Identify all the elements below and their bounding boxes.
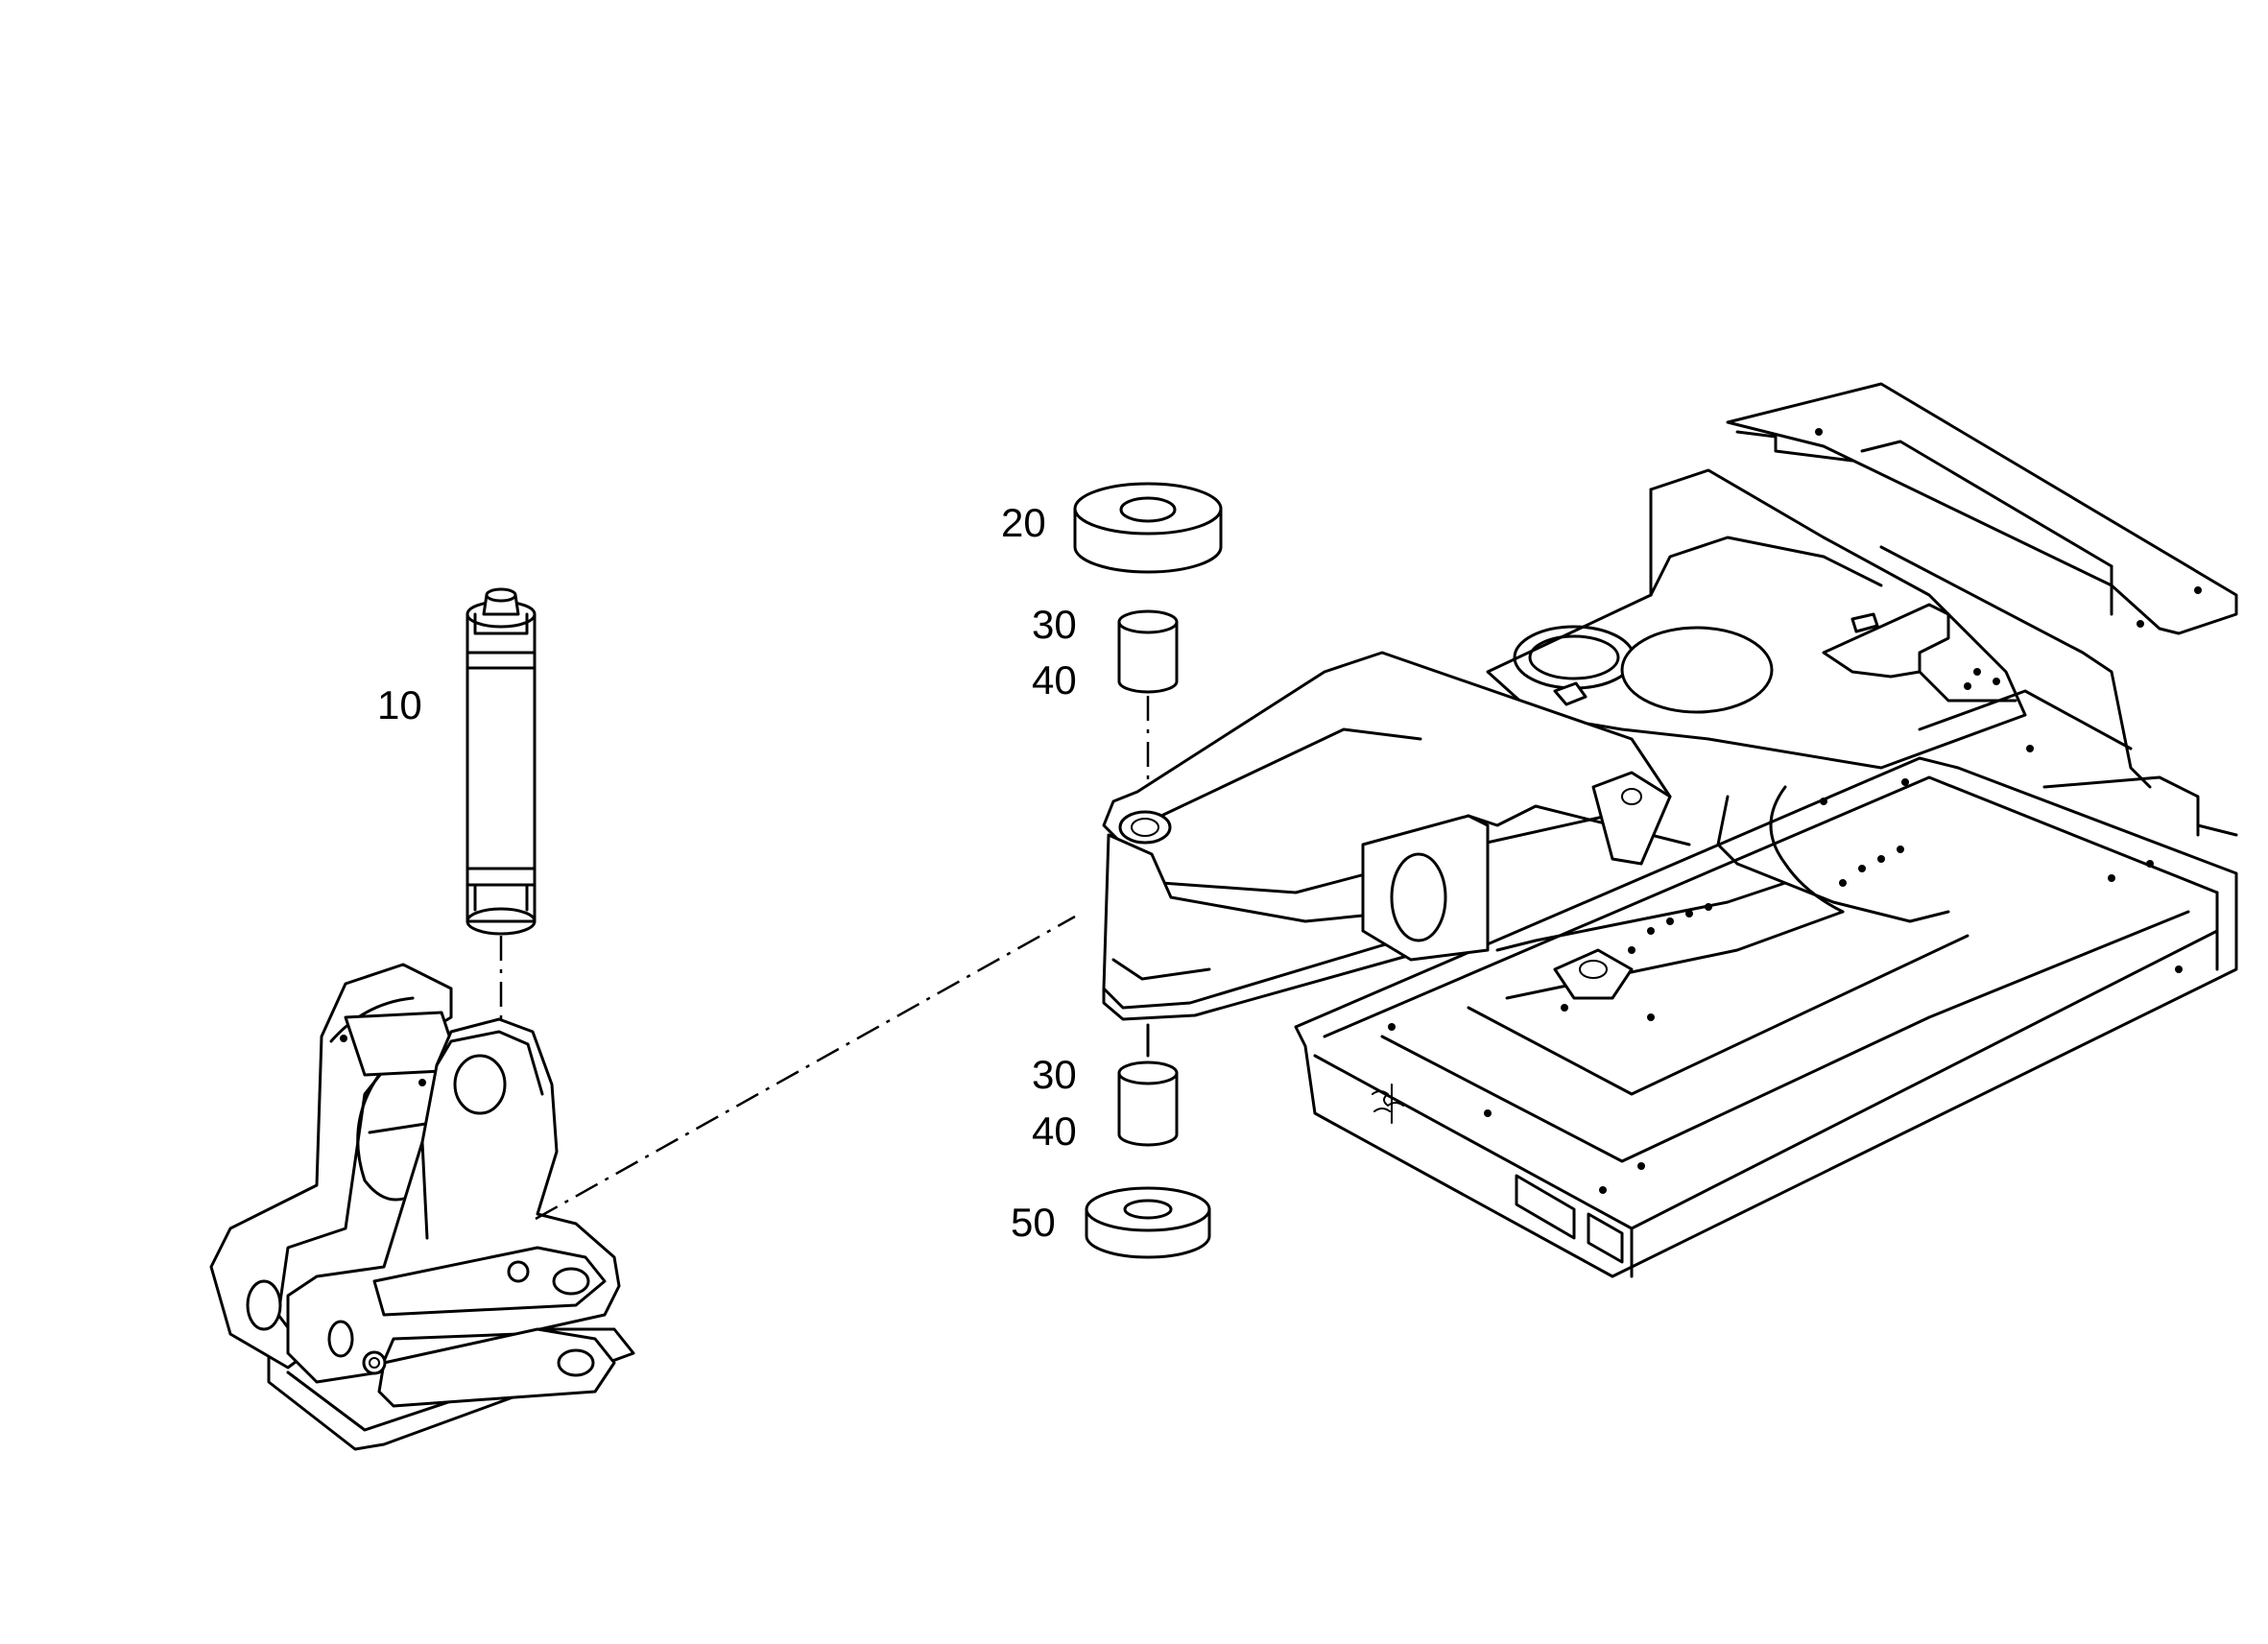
pin-part-10[interactable] <box>466 587 537 936</box>
bracket-assembly[interactable] <box>209 963 635 1451</box>
callout-50: 50 <box>1011 1200 1056 1245</box>
callout-30-bottom: 30 <box>1032 1052 1077 1097</box>
callout-20: 20 <box>1001 500 1046 545</box>
callout-30-top: 30 <box>1032 602 1077 647</box>
chassis-frame[interactable] <box>1102 382 2238 1278</box>
callout-10: 10 <box>377 682 422 727</box>
washer-part-20[interactable] <box>1073 482 1223 574</box>
callout-40-bottom: 40 <box>1032 1108 1077 1154</box>
washer-part-50[interactable] <box>1085 1186 1211 1259</box>
connection-line <box>535 915 1076 1221</box>
callout-40-top: 40 <box>1032 657 1077 703</box>
bushing-top-part-30-40[interactable] <box>1117 609 1179 694</box>
bushing-bottom-part-30-40[interactable] <box>1117 1060 1179 1147</box>
